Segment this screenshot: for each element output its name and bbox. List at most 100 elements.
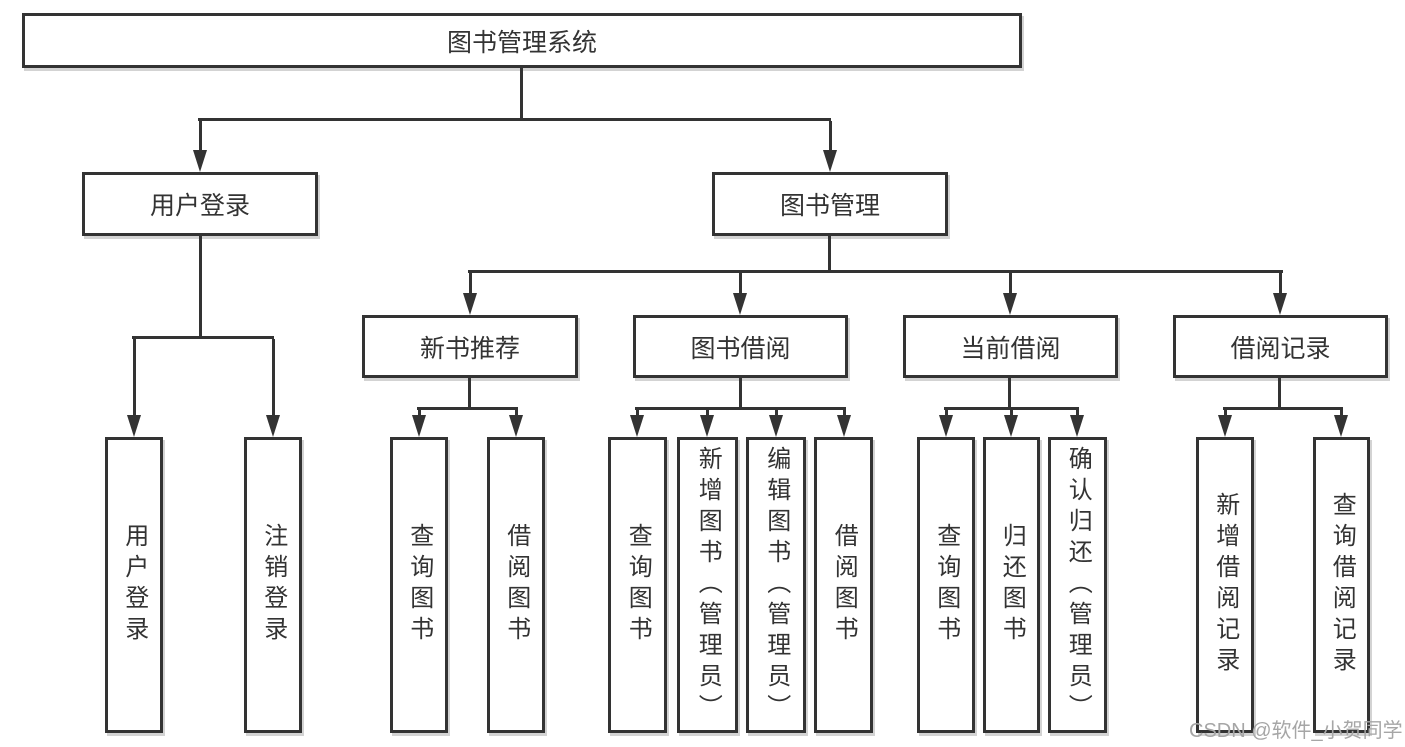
arrow-to-leaf-query-books-recommend: [412, 410, 426, 437]
arrowhead-icon: [733, 293, 747, 315]
leaf-user-login: 用户登录: [105, 437, 163, 733]
connector-current-borrowing-stem: [1008, 378, 1011, 409]
node-borrowing-records-label: 借阅记录: [1230, 334, 1331, 363]
leaf-edit-book-admin-label: 编辑图书（管理员）: [762, 445, 790, 725]
arrowhead-icon: [1003, 293, 1017, 315]
node-book-borrowing: 图书借阅: [633, 315, 848, 378]
node-book-management-label: 图书管理: [779, 192, 880, 220]
arrowhead-icon: [266, 415, 280, 437]
arrow-to-book-management: [823, 121, 837, 172]
arrow-to-leaf-borrow-books-borrowing: [837, 410, 851, 437]
leaf-add-book-admin-label: 新增图书（管理员）: [694, 445, 722, 725]
leaf-add-book-admin: 新增图书（管理员）: [677, 437, 738, 733]
node-new-book-recommend-label: 新书推荐: [419, 334, 520, 363]
connector-new-book-recommend-fork: [417, 407, 518, 410]
arrowhead-icon: [412, 415, 426, 437]
leaf-return-book-label: 归还图书: [998, 523, 1026, 647]
leaf-confirm-return-admin-label: 确认归还（管理员）: [1064, 445, 1092, 725]
leaf-add-borrow-record: 新增借阅记录: [1196, 437, 1254, 733]
arrow-stem: [514, 410, 518, 417]
leaf-query-books-borrowing: 查询图书: [608, 437, 667, 733]
arrow-to-leaf-add-borrow-record: [1218, 410, 1232, 437]
node-book-management: 图书管理: [712, 172, 948, 236]
node-system-root: 图书管理系统: [22, 13, 1022, 68]
arrow-to-book-borrowing: [733, 273, 747, 315]
csdn-watermark: CSDN @软件_小贺同学: [1189, 720, 1403, 742]
leaf-borrow-books-borrowing: 借阅图书: [814, 437, 873, 733]
leaf-borrow-books-recommend-label: 借阅图书: [502, 523, 530, 647]
arrowhead-icon: [823, 150, 837, 172]
arrow-to-leaf-query-books-borrowing: [630, 410, 644, 437]
arrow-stem: [1009, 410, 1013, 417]
arrow-to-new-book-recommend: [463, 273, 477, 315]
arrow-to-current-borrowing: [1003, 273, 1017, 315]
arrow-stem: [1223, 410, 1227, 417]
leaf-user-login-label: 用户登录: [120, 523, 148, 647]
node-user-login-label: 用户登录: [149, 192, 250, 220]
node-current-borrowing: 当前借阅: [903, 315, 1118, 378]
arrow-stem: [1339, 410, 1343, 417]
arrow-stem: [132, 339, 136, 417]
leaf-query-books-current: 查询图书: [917, 437, 975, 733]
arrowhead-icon: [463, 293, 477, 315]
arrowhead-icon: [1218, 415, 1232, 437]
arrow-stem: [842, 410, 846, 417]
arrowhead-icon: [1334, 415, 1348, 437]
leaf-query-books-recommend-label: 查询图书: [405, 523, 433, 647]
arrowhead-icon: [127, 415, 141, 437]
connector-user-login-fork: [132, 336, 274, 339]
arrow-stem: [417, 410, 421, 417]
arrow-stem: [828, 121, 832, 152]
connector-borrowing-records-fork: [1223, 407, 1343, 410]
arrow-to-borrowing-records: [1273, 273, 1287, 315]
node-current-borrowing-label: 当前借阅: [960, 334, 1061, 363]
connector-root-fork: [198, 118, 831, 121]
leaf-logout: 注销登录: [244, 437, 302, 733]
leaf-query-books-borrowing-label: 查询图书: [624, 523, 652, 647]
arrow-stem: [774, 410, 778, 417]
arrowhead-icon: [769, 415, 783, 437]
arrow-to-leaf-add-book-admin: [700, 410, 714, 437]
leaf-query-borrow-record: 查询借阅记录: [1313, 437, 1370, 733]
arrowhead-icon: [1070, 415, 1084, 437]
arrow-stem: [271, 339, 275, 417]
arrow-to-leaf-borrow-books-recommend: [509, 410, 523, 437]
connector-new-book-recommend-stem: [468, 378, 471, 409]
arrow-to-leaf-logout: [266, 339, 280, 437]
arrowhead-icon: [700, 415, 714, 437]
leaf-borrow-books-borrowing-label: 借阅图书: [830, 523, 858, 647]
connector-borrowing-records-stem: [1278, 378, 1281, 409]
node-user-login: 用户登录: [82, 172, 318, 236]
arrow-stem: [1075, 410, 1079, 417]
arrow-to-leaf-confirm-return-admin: [1070, 410, 1084, 437]
leaf-return-book: 归还图书: [983, 437, 1040, 733]
arrow-stem: [738, 273, 742, 295]
arrow-stem: [1278, 273, 1282, 295]
arrowhead-icon: [1273, 293, 1287, 315]
node-borrowing-records: 借阅记录: [1173, 315, 1388, 378]
leaf-edit-book-admin: 编辑图书（管理员）: [746, 437, 806, 733]
connector-root-stem: [520, 68, 523, 120]
leaf-borrow-books-recommend: 借阅图书: [487, 437, 545, 733]
connector-book-management-fork: [468, 270, 1283, 273]
arrowhead-icon: [1004, 415, 1018, 437]
arrowhead-icon: [837, 415, 851, 437]
leaf-logout-label: 注销登录: [259, 523, 287, 647]
arrow-stem: [1008, 273, 1012, 295]
arrowhead-icon: [193, 150, 207, 172]
node-book-borrowing-label: 图书借阅: [690, 334, 791, 363]
connector-book-management-stem: [828, 236, 831, 272]
arrow-to-user-login: [193, 121, 207, 172]
node-new-book-recommend: 新书推荐: [362, 315, 578, 378]
arrow-stem: [705, 410, 709, 417]
connector-book-borrowing-stem: [739, 378, 742, 409]
node-system-root-label: 图书管理系统: [446, 28, 597, 57]
arrow-stem: [635, 410, 639, 417]
connector-current-borrowing-fork: [944, 407, 1079, 410]
arrow-to-leaf-user-login: [127, 339, 141, 437]
leaf-query-books-current-label: 查询图书: [932, 523, 960, 647]
arrow-stem: [198, 121, 202, 152]
arrow-to-leaf-query-borrow-record: [1334, 410, 1348, 437]
arrow-to-leaf-query-books-current: [939, 410, 953, 437]
